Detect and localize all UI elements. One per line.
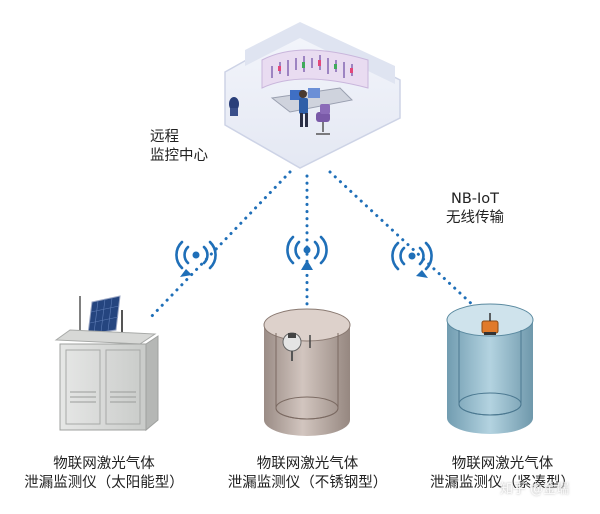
control-center-illustration — [224, 22, 401, 169]
office-chair — [316, 104, 330, 135]
compact-device-label: 物联网激光气体 泄漏监测仪（紧凑型） — [405, 455, 600, 493]
plant-pot — [229, 97, 239, 116]
compact-device-label-line1: 物联网激光气体 — [451, 456, 554, 472]
signal-icon-compact — [391, 241, 433, 278]
steel-device-label-line2: 泄漏监测仪（不锈钢型） — [227, 475, 388, 491]
watermark: 知乎 @金瑞 — [500, 482, 570, 497]
solar-device-label-line1: 物联网激光气体 — [53, 456, 155, 472]
operator-figure — [299, 90, 308, 127]
network-label-line1: NB-IoT — [450, 191, 500, 207]
video-wall — [261, 49, 369, 89]
control-center-label-line2: 监控中心 — [150, 148, 208, 164]
network-label-line2: 无线传输 — [446, 210, 504, 226]
compact-device-label-line2: 泄漏监测仪（紧凑型） — [430, 475, 575, 491]
steel-device-label: 物联网激光气体 泄漏监测仪（不锈钢型） — [205, 455, 410, 493]
solar-device-label: 物联网激光气体 泄漏监测仪（太阳能型） — [0, 455, 208, 493]
link-to-solar — [148, 170, 292, 320]
control-center-label: 远程 监控中心 — [150, 128, 230, 166]
solar-cabinet-device — [54, 295, 159, 432]
control-center-label-line1: 远程 — [150, 129, 179, 145]
wireless-links — [148, 170, 478, 320]
compact-device — [446, 303, 534, 434]
stainless-steel-device — [263, 308, 351, 436]
console-desk — [270, 87, 354, 113]
solar-device-label-line2: 泄漏监测仪（太阳能型） — [24, 475, 184, 491]
signal-icon-solar — [175, 240, 217, 277]
steel-device-label-line1: 物联网激光气体 — [256, 456, 359, 472]
network-label: NB-IoT 无线传输 — [420, 190, 530, 228]
link-to-compact — [328, 170, 478, 310]
signal-icon-steel — [286, 235, 328, 270]
